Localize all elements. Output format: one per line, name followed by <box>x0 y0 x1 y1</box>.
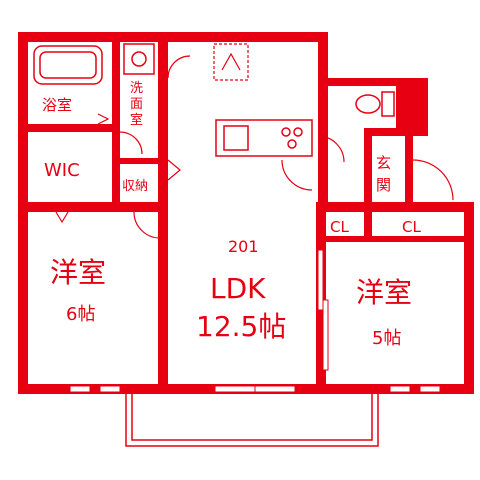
sliding-door <box>317 249 329 371</box>
wic-label: WIC <box>44 160 80 181</box>
closet-label-1: CL <box>330 218 349 236</box>
door-swings <box>55 55 454 239</box>
ps-label-s: S <box>398 106 409 127</box>
western-right-name: 洋室 <box>356 276 412 309</box>
western-left-size: 6帖 <box>66 304 95 325</box>
storage-label: 収納 <box>122 179 148 194</box>
ldk-name: LDK <box>210 272 266 305</box>
kitchen-counter <box>215 119 313 157</box>
washroom-label-3: 室 <box>130 112 143 128</box>
entrance-label-1: 玄 <box>376 154 391 172</box>
ldk-size: 12.5帖 <box>196 310 286 343</box>
bath-label: 浴室 <box>42 96 72 114</box>
windows <box>69 385 441 393</box>
unit-number: 201 <box>228 237 259 256</box>
fridge-space <box>213 43 249 81</box>
balcony <box>125 394 379 447</box>
closet-label-2: CL <box>402 218 421 236</box>
western-right-size: 5帖 <box>372 328 401 349</box>
washroom-label-2: 面 <box>130 97 143 112</box>
bathtub <box>33 45 103 85</box>
fridge-symbol <box>221 52 241 71</box>
western-left-name: 洋室 <box>50 256 106 289</box>
ps-label-p: P <box>398 84 409 105</box>
toilet <box>355 91 395 117</box>
washroom-label-1: 洗 <box>130 81 143 96</box>
entrance-label-2: 関 <box>376 176 391 194</box>
washbasin <box>123 43 155 75</box>
